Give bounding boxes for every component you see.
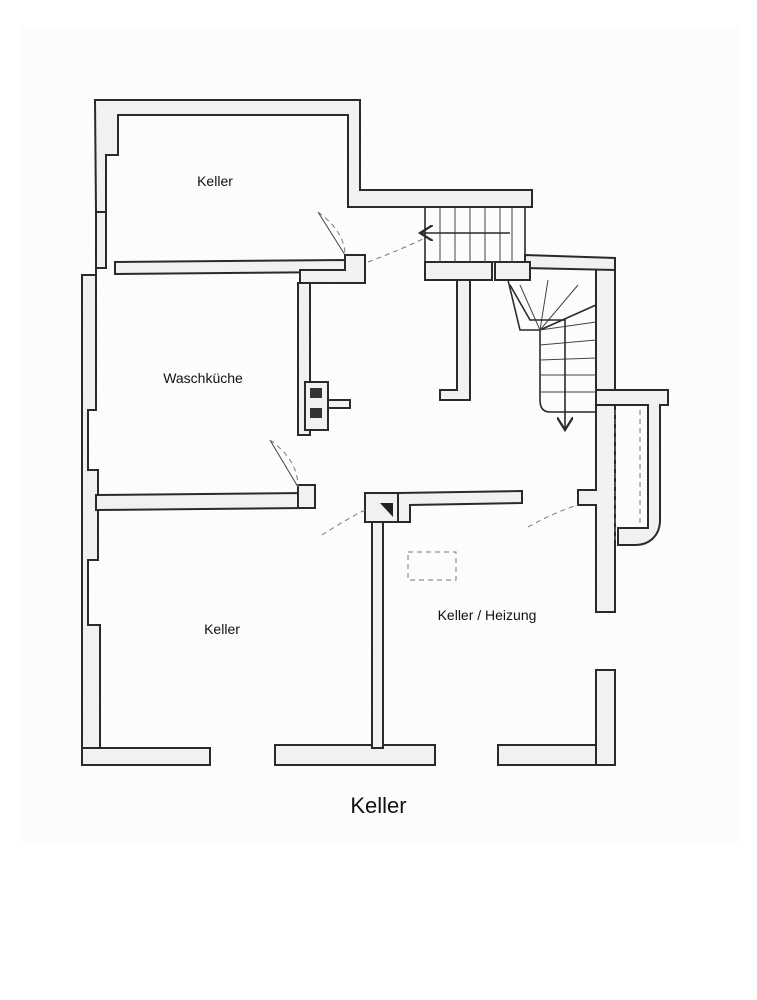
landing-pier bbox=[439, 279, 471, 401]
landing-wall-left bbox=[424, 261, 493, 281]
wall-center-vertical bbox=[371, 494, 384, 749]
center-column-mark bbox=[380, 503, 393, 517]
room-label-waschkueche: Waschküche bbox=[163, 370, 243, 386]
wall-heizung-top bbox=[397, 489, 523, 523]
stair-top-wall bbox=[524, 253, 616, 272]
door-swings bbox=[269, 211, 579, 536]
stair-upper bbox=[420, 206, 526, 263]
outer-wall-right-lower bbox=[595, 669, 616, 766]
outer-wall-bottom-mid bbox=[274, 744, 436, 766]
room-label-keller-heizung: Keller / Heizung bbox=[438, 607, 537, 623]
wall-waschkueche-bottom-stub bbox=[297, 484, 316, 509]
wall-waschkueche-bottom bbox=[95, 491, 306, 512]
landing-wall-right bbox=[494, 261, 531, 281]
outer-wall-bottom bbox=[81, 747, 211, 766]
outer-wall-right-upper bbox=[577, 257, 616, 613]
room-label-keller-top: Keller bbox=[197, 173, 233, 189]
boiler-outline bbox=[407, 551, 457, 581]
chimney-ledge bbox=[327, 399, 351, 409]
plan-title: Keller bbox=[350, 793, 407, 818]
flue-1 bbox=[310, 388, 322, 398]
room-label-keller-bottom-left: Keller bbox=[204, 621, 240, 637]
bay-annex bbox=[595, 389, 669, 546]
outer-wall-left bbox=[81, 211, 107, 749]
center-column bbox=[364, 492, 399, 523]
flue-2 bbox=[310, 408, 322, 418]
stair-winding bbox=[507, 279, 597, 430]
